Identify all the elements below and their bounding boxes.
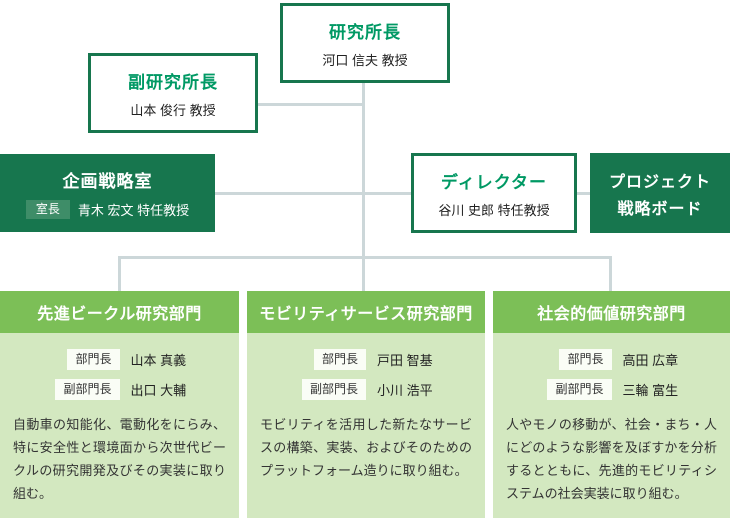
deputy-director-general-box: 副研究所長 山本 俊行 教授 [88, 53, 258, 133]
department-head-badge: 部門長 [313, 349, 366, 370]
department-advanced-vehicle: 先進ビークル研究部門 部門長 山本 真義 副部門長 出口 大輔 自動車の知能化、… [0, 291, 239, 518]
department-deputy-row: 副部門長 出口 大輔 [0, 379, 239, 400]
connector-drop-left [118, 256, 121, 292]
planning-strategy-office-box: 企画戦略室 室長 青木 宏文 特任教授 [0, 154, 215, 232]
department-leaders: 部門長 戸田 智基 副部門長 小川 浩平 [247, 349, 485, 400]
department-description: モビリティを活用した新たなサービスの構築、実装、およびそのためのプラットフォーム… [260, 417, 472, 479]
department-head-name: 山本 真義 [130, 353, 187, 368]
department-deputy-name: 三輪 富生 [622, 383, 679, 398]
department-deputy-row: 副部門長 三輪 富生 [493, 379, 730, 400]
department-head-badge: 部門長 [67, 349, 120, 370]
department-head-name: 高田 広章 [622, 353, 679, 368]
department-title: モビリティサービス研究部門 [247, 291, 485, 333]
department-description: 人やモノの移動が、社会・まち・人にどのような影響を及ぼすかを分析するとともに、先… [506, 417, 717, 502]
department-deputy-name: 出口 大輔 [130, 383, 187, 398]
project-strategy-board-title-line2: 戦略ボード [617, 200, 703, 218]
planning-strategy-office-leader-row: 室長 青木 宏文 特任教授 [25, 199, 190, 220]
planning-strategy-office-title: 企画戦略室 [62, 171, 153, 191]
department-head-name: 戸田 智基 [377, 353, 433, 368]
deputy-director-general-name: 山本 俊行 教授 [130, 102, 216, 118]
department-head-row: 部門長 山本 真義 [0, 349, 239, 370]
office-chief-badge: 室長 [25, 199, 70, 220]
department-social-value: 社会的価値研究部門 部門長 高田 広章 副部門長 三輪 富生 人やモノの移動が、… [493, 291, 730, 518]
office-chief-name: 青木 宏文 特任教授 [77, 203, 190, 218]
department-description: 自動車の知能化、電動化をにらみ、特に安全性と環境面から次世代ビークルの研究開発及… [13, 417, 226, 502]
department-deputy-badge: 副部門長 [547, 379, 612, 400]
connector-deputy-horizontal [257, 103, 365, 106]
department-deputy-name: 小川 浩平 [377, 383, 433, 398]
department-head-row: 部門長 戸田 智基 [247, 349, 485, 370]
department-title: 先進ビークル研究部門 [0, 291, 239, 333]
department-head-badge: 部門長 [559, 349, 612, 370]
director-general-name: 河口 信夫 教授 [322, 52, 408, 68]
department-title: 社会的価値研究部門 [493, 291, 730, 333]
connector-spine-vertical [362, 83, 365, 259]
project-strategy-board-box: プロジェクト 戦略ボード [590, 153, 730, 233]
department-deputy-row: 副部門長 小川 浩平 [247, 379, 485, 400]
department-leaders: 部門長 高田 広章 副部門長 三輪 富生 [493, 349, 730, 400]
director-title: ディレクター [440, 172, 548, 192]
department-leaders: 部門長 山本 真義 副部門長 出口 大輔 [0, 349, 239, 400]
director-general-box: 研究所長 河口 信夫 教授 [280, 3, 450, 83]
connector-middle-left-horizontal [214, 192, 412, 195]
director-name: 谷川 史郎 特任教授 [438, 202, 550, 218]
director-box: ディレクター 谷川 史郎 特任教授 [411, 153, 577, 233]
deputy-director-general-title: 副研究所長 [128, 72, 218, 92]
department-head-row: 部門長 高田 広章 [493, 349, 730, 370]
connector-drop-middle [362, 256, 365, 292]
department-mobility-services: モビリティサービス研究部門 部門長 戸田 智基 副部門長 小川 浩平 モビリティ… [247, 291, 485, 518]
director-general-title: 研究所長 [329, 22, 401, 42]
project-strategy-board-title-line1: プロジェクト [608, 173, 711, 191]
department-deputy-badge: 副部門長 [55, 379, 120, 400]
department-deputy-badge: 副部門長 [301, 379, 366, 400]
connector-middle-right-horizontal [577, 192, 592, 195]
connector-drop-right [609, 256, 612, 292]
connector-branch-horizontal [118, 256, 612, 259]
